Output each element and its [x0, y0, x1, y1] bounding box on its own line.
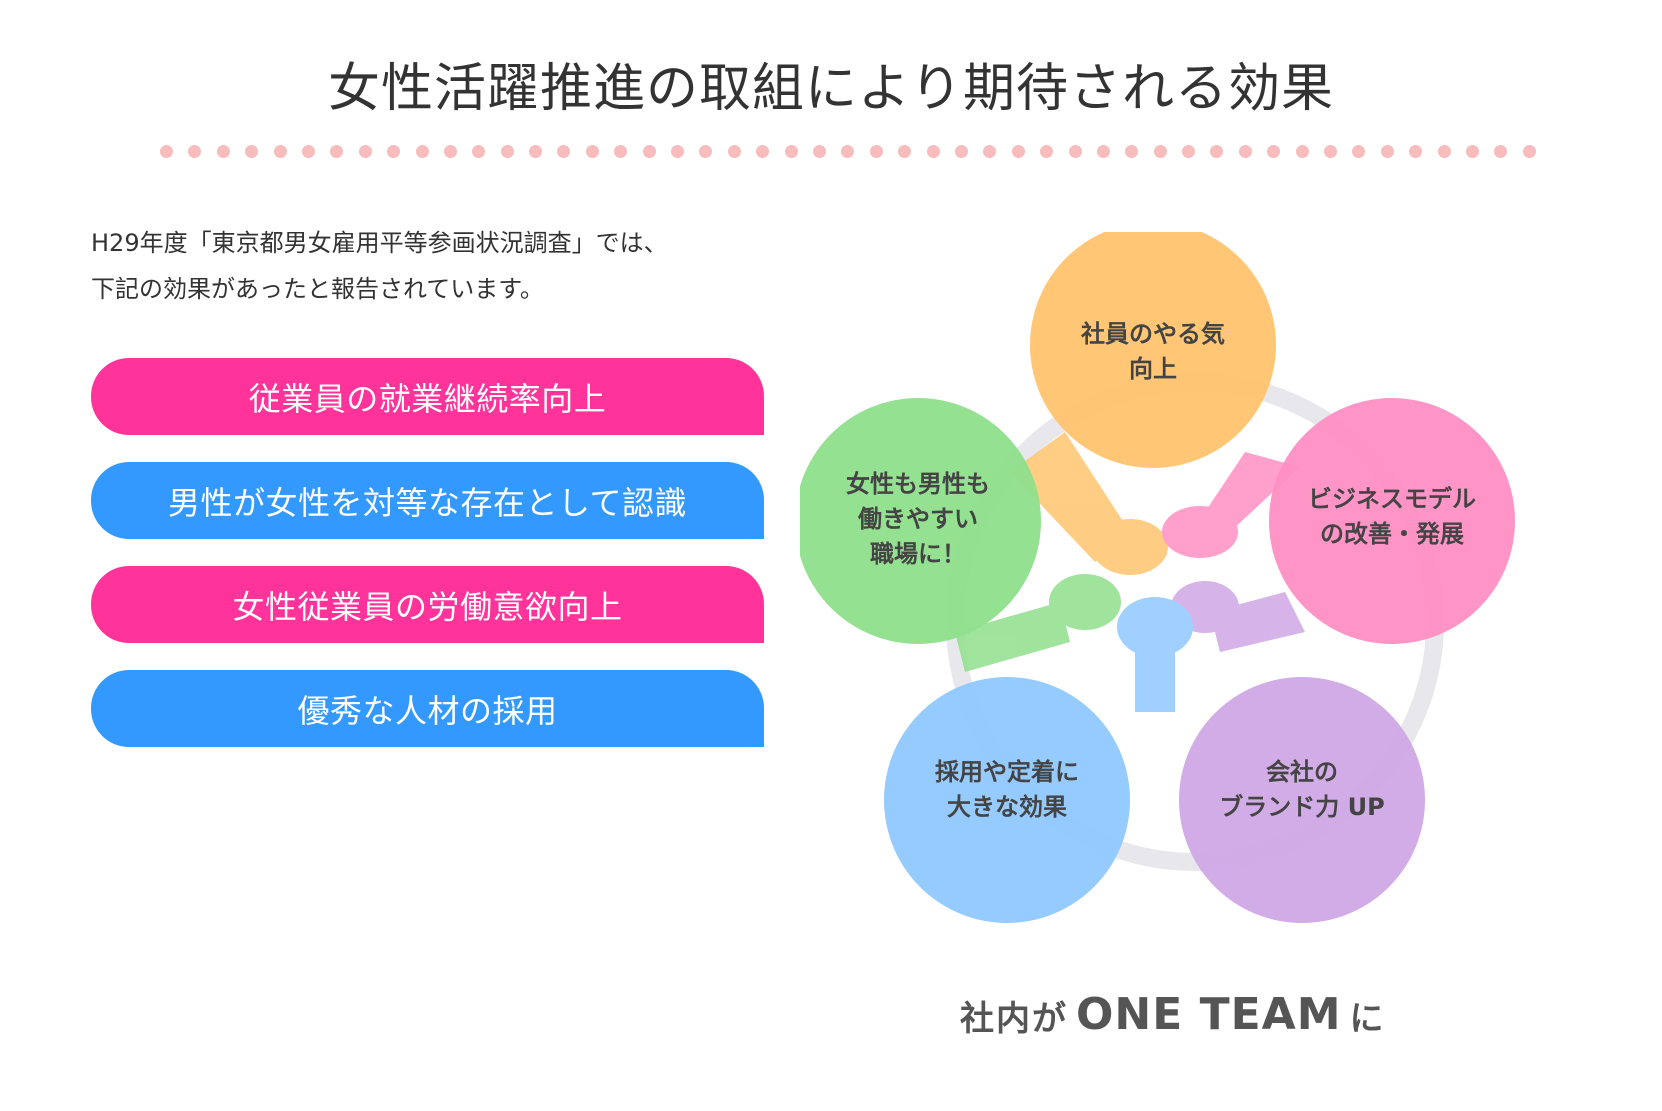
caption-main: ONE TEAM	[1076, 989, 1342, 1040]
divider-dot	[812, 144, 826, 158]
circle-business-line-1: ビジネスモデル	[1308, 485, 1476, 513]
divider-dot	[500, 144, 514, 158]
circle-workplace-line-1: 女性も男性も	[846, 470, 990, 498]
divider-dot	[245, 144, 259, 158]
effect-item-equality: 男性が女性を対等な存在として認識	[91, 462, 764, 539]
circle-recruitment	[884, 677, 1130, 923]
divider-dot	[1011, 144, 1025, 158]
caption-prefix: 社内が	[960, 999, 1068, 1039]
dotted-divider	[160, 144, 1536, 158]
divider-dot	[358, 144, 372, 158]
divider-dot	[330, 144, 344, 158]
divider-dot	[529, 144, 543, 158]
intro-text: H29年度「東京都男女雇用平等参画状況調査」では、 下記の効果があったと報告され…	[91, 220, 791, 312]
divider-dot	[1125, 144, 1139, 158]
divider-dot	[869, 144, 883, 158]
divider-dot	[1437, 144, 1451, 158]
divider-dot	[983, 144, 997, 158]
divider-dot	[898, 144, 912, 158]
divider-dot	[954, 144, 968, 158]
divider-dot	[1494, 144, 1508, 158]
circle-workplace	[800, 398, 1041, 644]
hands-icon	[955, 432, 1305, 712]
intro-line-1: H29年度「東京都男女雇用平等参画状況調査」では、	[91, 229, 668, 257]
divider-dot	[557, 144, 571, 158]
divider-dot	[727, 144, 741, 158]
effects-list: 従業員の就業継続率向上 男性が女性を対等な存在として認識 女性従業員の労働意欲向…	[91, 358, 764, 747]
divider-dot	[699, 144, 713, 158]
divider-dot	[1295, 144, 1309, 158]
divider-dot	[415, 144, 429, 158]
circle-motivation-line-2: 向上	[1129, 355, 1177, 383]
divider-dot	[301, 144, 315, 158]
divider-dot	[1324, 144, 1338, 158]
circle-business-model	[1269, 398, 1515, 644]
divider-dot	[1352, 144, 1366, 158]
divider-dot	[671, 144, 685, 158]
divider-dot	[160, 144, 173, 158]
divider-dot	[841, 144, 855, 158]
circle-brand-line-2: ブランド力 UP	[1219, 793, 1384, 821]
effect-item-recruitment: 優秀な人材の採用	[91, 670, 764, 747]
divider-dot	[1267, 144, 1281, 158]
divider-dot	[1238, 144, 1252, 158]
divider-dot	[1210, 144, 1224, 158]
divider-dot	[1096, 144, 1110, 158]
divider-dot	[188, 144, 202, 158]
divider-dot	[273, 144, 287, 158]
divider-dot	[614, 144, 628, 158]
circle-recruitment-line-2: 大きな効果	[947, 793, 1067, 821]
circle-business-line-2: の改善・発展	[1320, 520, 1464, 548]
divider-dot	[784, 144, 798, 158]
effect-item-motivation: 女性従業員の労働意欲向上	[91, 566, 764, 643]
divider-dot	[1153, 144, 1167, 158]
one-team-illustration: 社員のやる気 向上 ビジネスモデル の改善・発展 会社の ブランド力 UP 採用…	[800, 232, 1515, 923]
divider-dot	[642, 144, 656, 158]
page-title: 女性活躍推進の取組により期待される効果	[328, 59, 1334, 119]
intro-line-2: 下記の効果があったと報告されています。	[91, 275, 544, 303]
divider-dot	[1068, 144, 1082, 158]
divider-dot	[585, 144, 599, 158]
circle-workplace-line-3: 職場に！	[870, 540, 966, 568]
divider-dot	[443, 144, 457, 158]
circle-recruitment-line-1: 採用や定着に	[935, 758, 1079, 786]
circle-motivation-line-1: 社員のやる気	[1081, 320, 1225, 348]
one-team-caption: 社内が ONE TEAM に	[960, 980, 1420, 1040]
divider-dot	[216, 144, 230, 158]
divider-dot	[1522, 144, 1536, 158]
one-team-diagram: 社員のやる気 向上 ビジネスモデル の改善・発展 会社の ブランド力 UP 採用…	[800, 232, 1580, 1052]
divider-dot	[1182, 144, 1196, 158]
divider-dot	[1380, 144, 1394, 158]
divider-dot	[387, 144, 401, 158]
divider-dot	[1040, 144, 1054, 158]
divider-dot	[1465, 144, 1479, 158]
circle-motivation	[1030, 232, 1276, 468]
circle-workplace-line-2: 働きやすい	[857, 505, 978, 533]
divider-dot	[756, 144, 770, 158]
divider-dot	[1409, 144, 1423, 158]
circle-brand	[1179, 677, 1425, 923]
effect-item-retention: 従業員の就業継続率向上	[91, 358, 764, 435]
divider-dot	[472, 144, 486, 158]
divider-dot	[926, 144, 940, 158]
circle-brand-line-1: 会社の	[1266, 758, 1338, 786]
caption-suffix: に	[1349, 999, 1386, 1039]
